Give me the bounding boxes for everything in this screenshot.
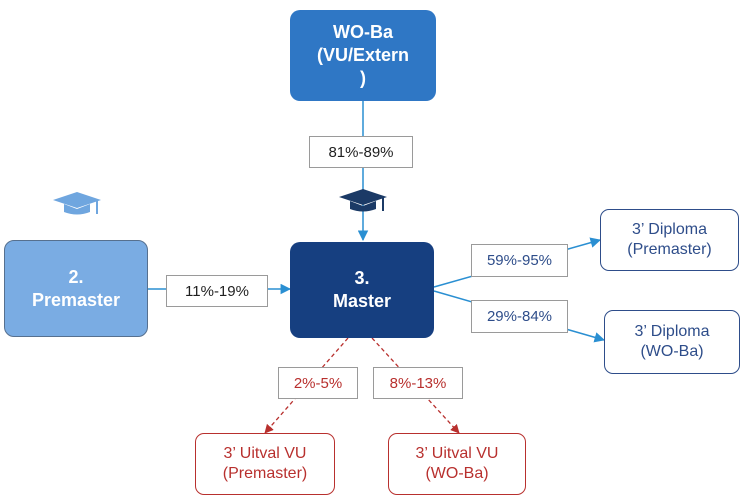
graduation-cap-icon <box>53 192 101 215</box>
node-premaster: 2. Premaster <box>4 240 148 337</box>
node-diploma-woba: 3’ Diploma (WO-Ba) <box>604 310 740 374</box>
edge-label-master-diploma-woba: 29%-84% <box>471 300 568 333</box>
node-wo-ba: WO-Ba (VU/Extern ) <box>290 10 436 101</box>
node-uitval-woba: 3’ Uitval VU (WO-Ba) <box>388 433 526 495</box>
node-uitval-premaster: 3’ Uitval VU (Premaster) <box>195 433 335 495</box>
edge-label-woba-master: 81%-89% <box>309 136 413 168</box>
node-master: 3. Master <box>290 242 434 338</box>
edge-label-master-uitval-premaster: 2%-5% <box>278 367 358 399</box>
node-diploma-premaster: 3’ Diploma (Premaster) <box>600 209 739 271</box>
edge-label-master-uitval-woba: 8%-13% <box>373 367 463 399</box>
edge-label-master-diploma-premaster: 59%-95% <box>471 244 568 277</box>
edge-label-premaster-master: 11%-19% <box>166 275 268 307</box>
graduation-cap-icon <box>339 189 387 212</box>
